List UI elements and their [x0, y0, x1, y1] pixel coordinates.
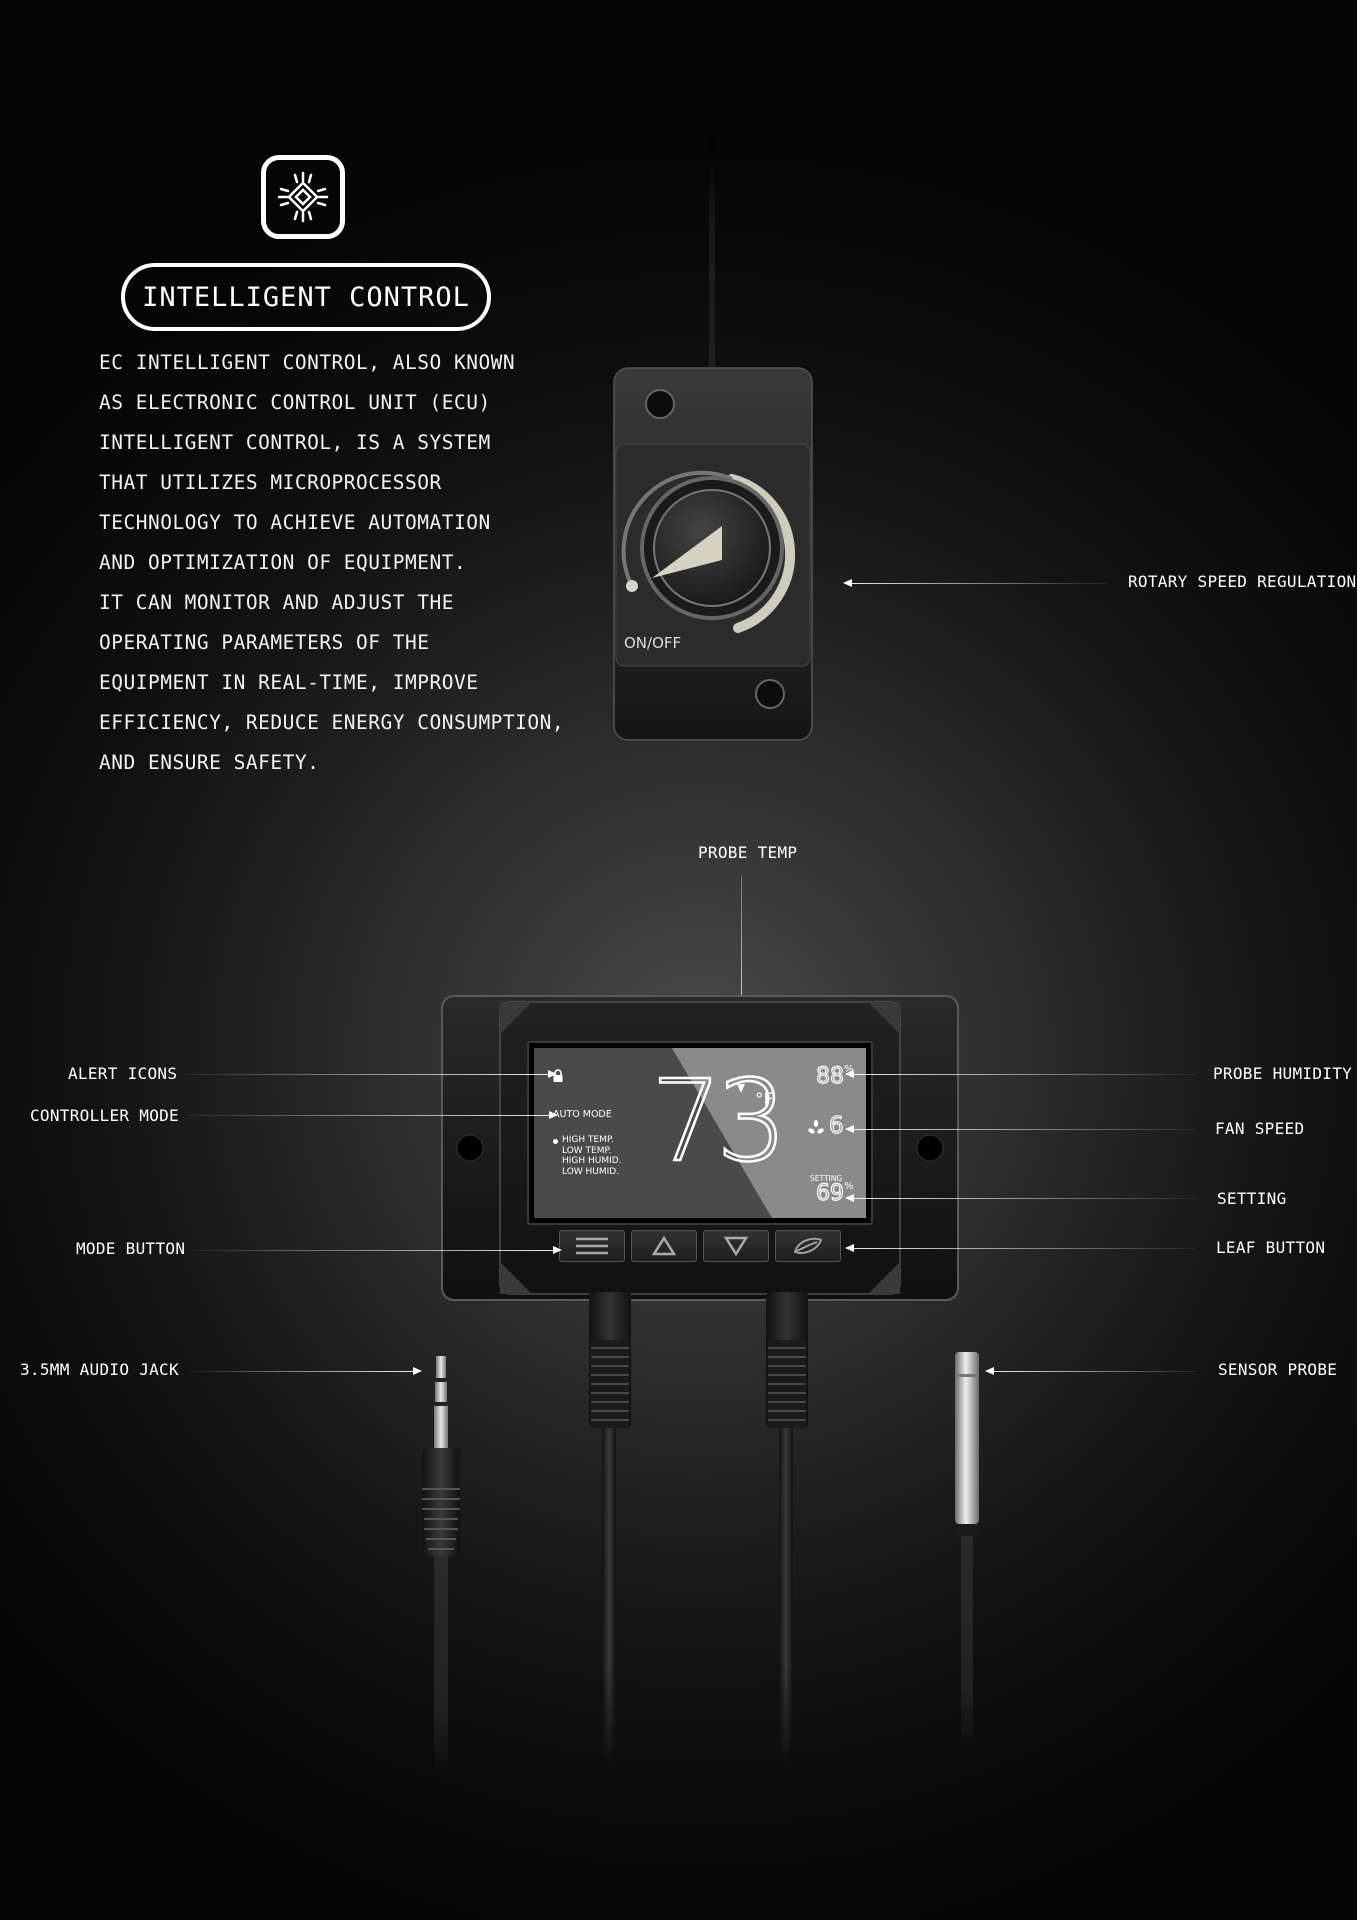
callout-line [190, 1250, 553, 1251]
callout-line [994, 1371, 1198, 1372]
triangle-down-icon [724, 1236, 748, 1256]
probe-humidity-value: 88% [815, 1063, 854, 1089]
description-line: IT CAN MONITOR AND ADJUST THE [99, 591, 454, 614]
arrow-head [737, 1084, 745, 1093]
arrow-head [843, 579, 852, 587]
description-line: AS ELECTRONIC CONTROL UNIT (ECU) [99, 391, 491, 414]
setting-label: SETTING [810, 1174, 843, 1183]
alert-dot [553, 1139, 558, 1144]
temp-unit: °F [755, 1090, 774, 1110]
probe-temp-value: 73 [650, 1057, 789, 1187]
section-title: INTELLIGENT CONTROL [121, 263, 491, 331]
leaf-icon [793, 1237, 823, 1254]
callout-probe-humidity: PROBE HUMIDITY [1213, 1064, 1353, 1083]
arrow-head [549, 1111, 558, 1119]
callout-alert-icons: ALERT ICONS [68, 1064, 178, 1083]
arrow-head [845, 1125, 854, 1133]
callout-line [854, 1129, 1196, 1130]
cable-left-wire [602, 1428, 616, 1768]
leaf-button[interactable] [775, 1230, 841, 1262]
setting-unit: % [844, 1181, 854, 1192]
callout-sensor-probe: SENSOR PROBE [1218, 1360, 1338, 1379]
callout-leaf-button: LEAF BUTTON [1216, 1238, 1326, 1257]
callout-line [741, 876, 742, 1086]
cable-right-ribs [768, 1340, 806, 1428]
microchip-icon [261, 155, 345, 239]
down-button[interactable] [703, 1230, 769, 1262]
fan-speed-value: 6 [828, 1112, 844, 1139]
humidity-unit: % [844, 1064, 854, 1075]
description-line: INTELLIGENT CONTROL, IS A SYSTEM [99, 431, 491, 454]
arrow-head [548, 1070, 557, 1078]
description-line: EFFICIENCY, REDUCE ENERGY CONSUMPTION, [99, 711, 565, 734]
callout-line [184, 1074, 548, 1075]
setting-number: 69 [815, 1180, 844, 1206]
description: EC INTELLIGENT CONTROL, ALSO KNOWN AS EL… [99, 343, 564, 783]
arrow-head [845, 1070, 854, 1078]
controller-mode-text: AUTO MODE [553, 1109, 612, 1120]
description-line: EQUIPMENT IN REAL-TIME, IMPROVE [99, 671, 479, 694]
callout-line [854, 1074, 1196, 1075]
alert-item: HIGH TEMP. [562, 1135, 614, 1145]
callout-line [854, 1248, 1196, 1249]
alert-item: HIGH HUMID. [562, 1156, 622, 1166]
description-line: THAT UTILIZES MICROPROCESSOR [99, 471, 442, 494]
rotary-controller [613, 367, 813, 741]
description-line: AND ENSURE SAFETY. [99, 751, 320, 774]
humidity-number: 88 [815, 1063, 844, 1089]
callout-controller-mode: CONTROLLER MODE [30, 1106, 179, 1125]
arrow-head [413, 1367, 422, 1375]
alert-list: HIGH TEMP. LOW TEMP. HIGH HUMID. LOW HUM… [562, 1135, 622, 1177]
setting-value: 69% [815, 1180, 854, 1206]
alert-item: LOW HUMID. [562, 1166, 620, 1177]
rotary-cable [709, 140, 715, 440]
callout-rotary-speed: ROTARY SPEED REGULATION [1128, 572, 1357, 591]
callout-line [850, 583, 1108, 584]
arrow-head [553, 1246, 562, 1254]
cable-left-ribs [591, 1340, 629, 1428]
description-line: EC INTELLIGENT CONTROL, ALSO KNOWN [99, 351, 516, 374]
triangle-up-icon [652, 1236, 676, 1256]
onoff-label: ON/OFF [624, 634, 682, 652]
callout-fan-speed: FAN SPEED [1215, 1119, 1305, 1138]
arrow-head [845, 1194, 854, 1202]
cable-right-wire [779, 1428, 793, 1768]
audio-jack [422, 1356, 460, 1772]
menu-icon [576, 1237, 608, 1255]
description-line: TECHNOLOGY TO ACHIEVE AUTOMATION [99, 511, 491, 534]
alert-item: LOW TEMP. [562, 1145, 612, 1156]
description-line: OPERATING PARAMETERS OF THE [99, 631, 430, 654]
callout-audio-jack: 3.5MM AUDIO JACK [20, 1360, 179, 1379]
arrow-head [985, 1367, 994, 1375]
sensor-probe [955, 1352, 979, 1748]
fan-icon [808, 1120, 824, 1140]
callout-setting: SETTING [1217, 1189, 1287, 1208]
description-line: AND OPTIMIZATION OF EQUIPMENT. [99, 551, 467, 574]
callout-line [190, 1371, 413, 1372]
callout-probe-temp: PROBE TEMP [698, 843, 798, 862]
up-button[interactable] [631, 1230, 697, 1262]
callout-mode-button: MODE BUTTON [76, 1239, 186, 1258]
arrow-head [845, 1244, 854, 1252]
callout-line [186, 1115, 549, 1116]
callout-line [854, 1198, 1196, 1199]
mode-button[interactable] [559, 1230, 625, 1262]
